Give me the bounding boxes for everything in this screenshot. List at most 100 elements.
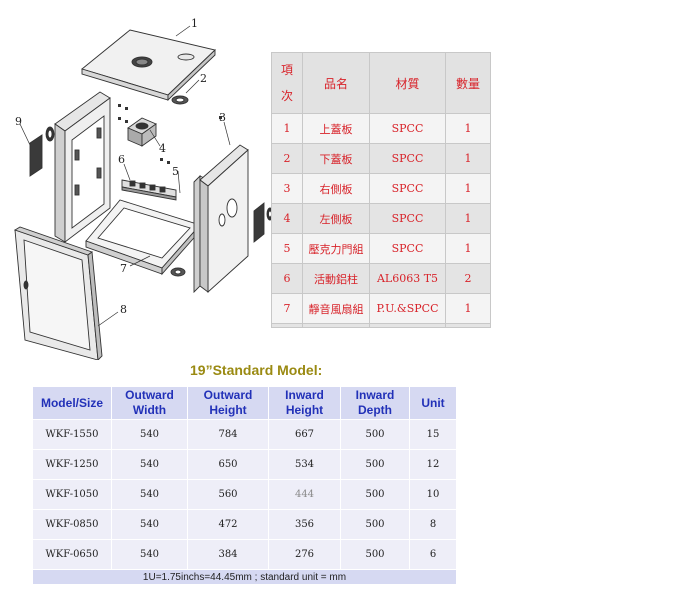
- inward-depth: 500: [340, 509, 410, 540]
- inward-height: 534: [268, 449, 341, 480]
- material: P.U.&SPCC: [369, 293, 446, 324]
- part-name: 靜音風扇組: [302, 293, 370, 324]
- part-name: 活動鋁柱: [302, 263, 370, 294]
- fan-part: [127, 117, 157, 147]
- model-name: WKF-1550: [32, 419, 112, 450]
- header-outward-width: Outward Width: [111, 386, 188, 420]
- table-row: 3 右側板 SPCC 1: [271, 173, 491, 204]
- standard-model-table: Model/Size Outward Width Outward Height …: [32, 386, 457, 585]
- model-name: WKF-0650: [32, 539, 112, 570]
- inward-depth: 500: [340, 449, 410, 480]
- outward-height: 560: [187, 479, 269, 510]
- table-row: WKF-1550 540 784 667 500 15: [32, 419, 457, 450]
- quantity: 1: [445, 293, 491, 324]
- unit: 10: [409, 479, 457, 510]
- table-row: 5 壓克力門組 SPCC 1: [271, 233, 491, 264]
- cable-grommet-part: [171, 95, 189, 105]
- table-row: 2 下蓋板 SPCC 1: [271, 143, 491, 174]
- outward-height: 384: [187, 539, 269, 570]
- inward-depth: 500: [340, 419, 410, 450]
- callout-9: 9: [15, 115, 22, 128]
- table-row: 1 上蓋板 SPCC 1: [271, 113, 491, 144]
- header-model-size: Model/Size: [32, 386, 112, 420]
- outward-height: 784: [187, 419, 269, 450]
- header-inward-depth: Inward Depth: [340, 386, 410, 420]
- left-side-panel-part: [54, 91, 111, 243]
- parts-table-header: 項 次 品名 材質 數量: [271, 52, 491, 114]
- item-number: 7: [271, 293, 303, 324]
- material: SPCC: [369, 203, 446, 234]
- inward-height: 276: [268, 539, 341, 570]
- right-side-panel-part: [199, 144, 272, 294]
- part-name: 左側板: [302, 203, 370, 234]
- unit-footnote: 1U=1.75inchs=44.45mm ; standard unit = m…: [32, 569, 457, 585]
- quantity: 1: [445, 113, 491, 144]
- unit: 8: [409, 509, 457, 540]
- table-row: 6 活動鋁柱 AL6063 T5 2: [271, 263, 491, 294]
- model-name: WKF-0850: [32, 509, 112, 540]
- part-name: 下蓋板: [302, 143, 370, 174]
- quantity: 1: [445, 203, 491, 234]
- table-row: WKF-0650 540 384 276 500 6: [32, 539, 457, 570]
- table-row-spacer: [271, 323, 491, 328]
- material: SPCC: [369, 173, 446, 204]
- model-table-header: Model/Size Outward Width Outward Height …: [32, 386, 457, 420]
- outward-height: 472: [187, 509, 269, 540]
- model-name: WKF-1050: [32, 479, 112, 510]
- model-name: WKF-1250: [32, 449, 112, 480]
- inward-height: 667: [268, 419, 341, 450]
- item-number: 5: [271, 233, 303, 264]
- outward-width: 540: [111, 449, 188, 480]
- material: SPCC: [369, 143, 446, 174]
- quantity: 1: [445, 173, 491, 204]
- material: SPCC: [369, 233, 446, 264]
- standard-model-title: 19”Standard Model:: [190, 362, 323, 378]
- outward-width: 540: [111, 509, 188, 540]
- material: SPCC: [369, 113, 446, 144]
- front-door-part: [13, 226, 103, 360]
- material: AL6063 T5: [369, 263, 446, 294]
- inward-height: 444: [268, 479, 341, 510]
- quantity: 1: [445, 233, 491, 264]
- inward-height: 356: [268, 509, 341, 540]
- callout-6: 6: [118, 153, 125, 166]
- header-outward-height: Outward Height: [187, 386, 269, 420]
- header-unit: Unit: [409, 386, 457, 420]
- header-inward-height: Inward Height: [268, 386, 341, 420]
- callout-8: 8: [120, 303, 127, 316]
- item-number: 2: [271, 143, 303, 174]
- quantity: 1: [445, 143, 491, 174]
- callout-4: 4: [159, 142, 166, 155]
- quantity: 2: [445, 263, 491, 294]
- side-vent-part: [29, 126, 55, 177]
- item-number: 6: [271, 263, 303, 294]
- inward-depth: 500: [340, 479, 410, 510]
- header-part-name: 品名: [302, 52, 370, 114]
- part-name: 壓克力門組: [302, 233, 370, 264]
- outward-width: 540: [111, 479, 188, 510]
- outward-width: 540: [111, 539, 188, 570]
- table-row: 4 左側板 SPCC 1: [271, 203, 491, 234]
- callout-7: 7: [120, 262, 127, 275]
- power-strip-part: [121, 179, 177, 201]
- callout-2: 2: [200, 72, 207, 85]
- item-number: 1: [271, 113, 303, 144]
- unit: 12: [409, 449, 457, 480]
- table-row: WKF-0850 540 472 356 500 8: [32, 509, 457, 540]
- header-item-number: 項 次: [271, 52, 303, 114]
- exploded-cabinet-drawing: 1 2 3 4 5 6 7 8 9: [13, 17, 272, 360]
- callout-3: 3: [219, 111, 226, 124]
- item-number: 3: [271, 173, 303, 204]
- outward-width: 540: [111, 419, 188, 450]
- callout-1: 1: [191, 17, 198, 30]
- part-name: 右側板: [302, 173, 370, 204]
- header-material: 材質: [369, 52, 446, 114]
- unit: 15: [409, 419, 457, 450]
- unit: 6: [409, 539, 457, 570]
- part-name: 上蓋板: [302, 113, 370, 144]
- table-row: 7 靜音風扇組 P.U.&SPCC 1: [271, 293, 491, 324]
- table-row: WKF-1050 540 560 444 500 10: [32, 479, 457, 510]
- bottom-panel-part: [85, 199, 201, 277]
- header-quantity: 數量: [445, 52, 491, 114]
- parts-table: 項 次 品名 材質 數量 1 上蓋板 SPCC 1 2 下蓋板 SPCC 1 3…: [271, 52, 491, 328]
